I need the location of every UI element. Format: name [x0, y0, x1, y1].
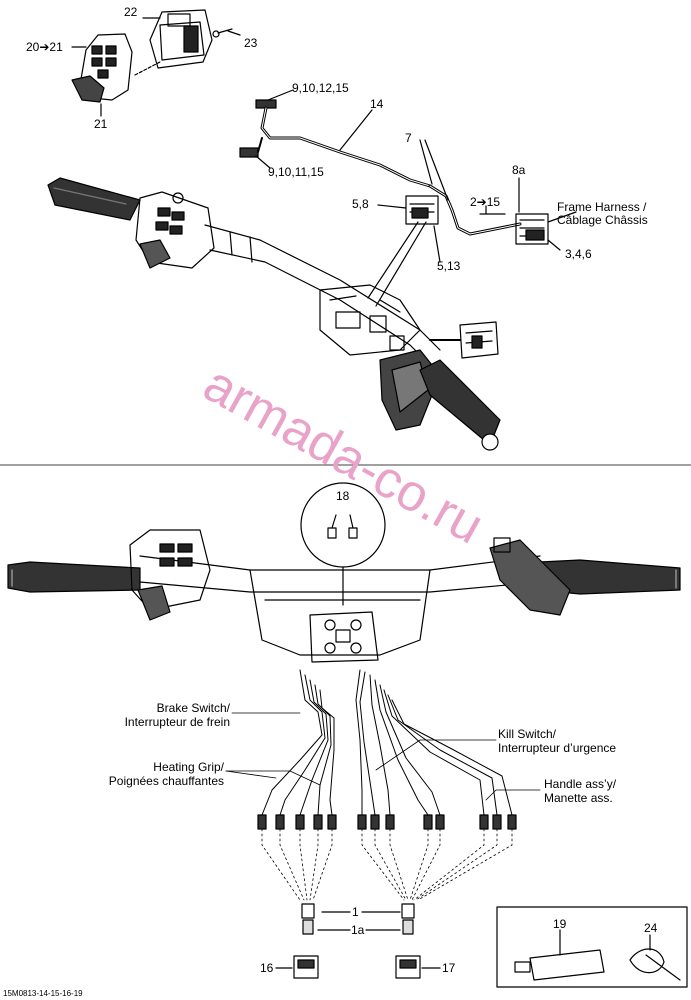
callout-5-13: 5,13 [437, 259, 461, 273]
label-frame-harness-fr: Câblage Châssis [557, 213, 648, 227]
label-frame-harness-en: Frame Harness / [557, 200, 647, 214]
label-kill-switch-fr: Interrupteur d’urgence [498, 741, 616, 755]
label-handle-assy-fr: Manette ass. [544, 791, 613, 805]
label-kill-switch-en: Kill Switch/ [498, 727, 557, 741]
wire-bundles [261, 669, 513, 816]
callout-9-10-11-15: 9,10,11,15 [268, 165, 324, 179]
drawing-code: 15M0813-14-15-16-19 [3, 989, 83, 998]
wire-harness [239, 99, 577, 251]
switch-housing-assembly [71, 9, 233, 103]
callout-9-10-12-15: 9,10,12,15 [292, 81, 349, 95]
wire-terminals [257, 814, 517, 830]
label-brake-switch-en: Brake Switch/ [157, 701, 231, 715]
label-brake-switch-fr: Interrupteur de frein [125, 715, 230, 729]
terminal-parts [275, 903, 441, 979]
label-heating-grip-en: Heating Grip/ [153, 760, 224, 774]
callout-8a: 8a [512, 163, 526, 177]
callout-23: 23 [244, 36, 258, 50]
callout-19: 19 [553, 917, 567, 931]
callout-2-15: 2➔15 [470, 195, 500, 209]
callout-16: 16 [260, 961, 274, 975]
handlebar-isometric [47, 177, 501, 451]
callout-17: 17 [442, 961, 456, 975]
callout-24: 24 [644, 921, 658, 935]
label-leaders [225, 712, 541, 801]
handlebar-front [7, 482, 681, 663]
callout-21: 21 [94, 117, 108, 131]
callout-1: 1 [352, 905, 359, 919]
label-heating-grip-fr: Poignées chauffantes [109, 774, 224, 788]
label-handle-assy-en: Handle ass’y/ [544, 777, 617, 791]
callout-7: 7 [405, 131, 412, 145]
callout-18: 18 [336, 489, 350, 503]
callout-22: 22 [124, 5, 138, 19]
callout-leaders-harness [255, 89, 449, 263]
inset-box [496, 906, 688, 988]
callout-20-21: 20➔21 [26, 40, 63, 54]
callout-leaders-topleft [71, 17, 241, 117]
callout-3-4-6: 3,4,6 [565, 247, 592, 261]
terminal-dashed-lines [261, 828, 513, 901]
callout-1a: 1a [351, 923, 365, 937]
callout-14: 14 [370, 97, 384, 111]
callout-5-8: 5,8 [352, 197, 369, 211]
